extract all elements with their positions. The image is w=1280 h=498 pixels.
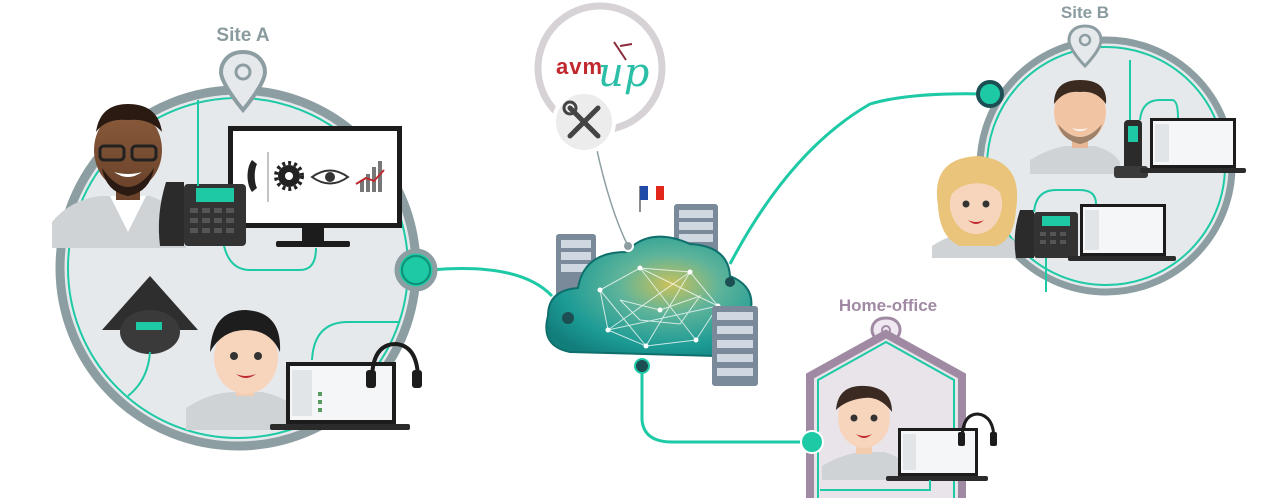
cloud-platform — [545, 186, 758, 386]
desk-phone — [158, 182, 246, 246]
conference-phone — [102, 276, 198, 354]
avm-up-logo: avm up — [534, 2, 666, 247]
site-b-node — [976, 80, 1004, 108]
headset-icon — [958, 412, 997, 446]
home-office-node — [800, 430, 824, 454]
laptop-home-office — [886, 428, 988, 481]
logo-text: avm — [556, 54, 603, 79]
laptop-site-b-top — [1140, 118, 1246, 173]
laptop-site-b-bottom — [1068, 204, 1176, 261]
avatar-woman-site-a — [186, 310, 300, 430]
home-office-label: Home-office — [839, 296, 937, 315]
bar-chart-icon — [355, 161, 385, 192]
avatar-woman-site-b — [932, 156, 1022, 258]
site-a-group: Site A — [52, 25, 422, 451]
site-b-label: Site B — [1061, 3, 1109, 22]
avatar-man-site-b — [1030, 80, 1120, 174]
server-tower-right — [712, 306, 758, 386]
dect-phone — [1114, 120, 1148, 178]
desk-phone-site-b — [1014, 210, 1078, 258]
laptop-site-a — [270, 362, 410, 430]
eye-icon — [310, 169, 350, 185]
headset-icon — [366, 341, 422, 388]
network-links — [429, 92, 989, 444]
screwdriver-icon — [567, 105, 601, 139]
avatar-woman-home-office — [822, 385, 910, 480]
gear-icon — [274, 161, 304, 191]
home-office-group: Home-office — [806, 296, 997, 498]
french-flag-icon — [639, 186, 664, 212]
map-pin-icon — [218, 49, 268, 114]
monitor — [228, 126, 402, 247]
site-a-label: Site A — [216, 25, 269, 46]
avatar-man-site-a — [52, 104, 186, 248]
map-pin-icon — [1067, 24, 1103, 69]
phone-icon — [247, 160, 257, 192]
site-b-group: Site B — [932, 3, 1246, 296]
